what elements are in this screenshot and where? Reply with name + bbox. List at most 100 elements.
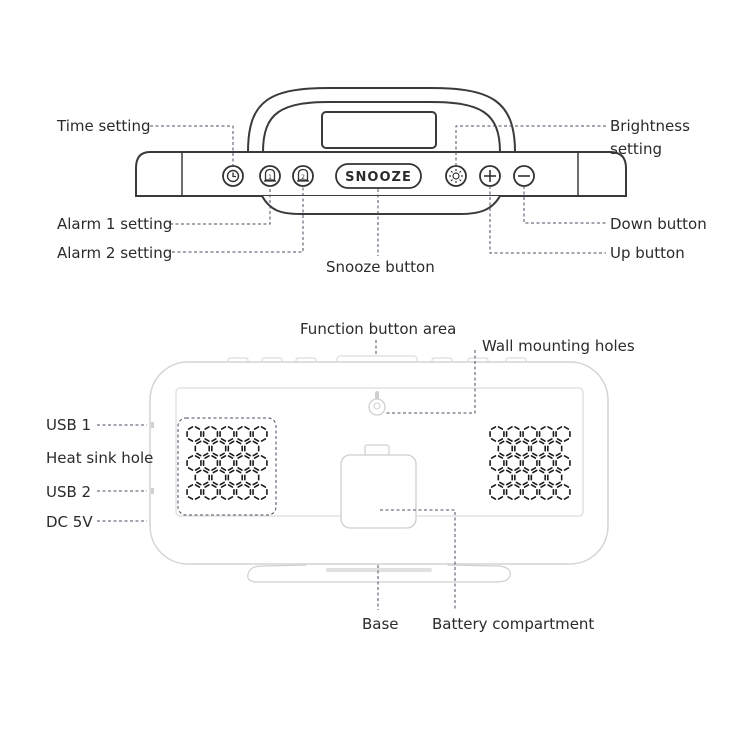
alarm-bell-1-icon: 1	[264, 168, 276, 182]
label-base: Base	[362, 615, 399, 633]
grille-slot	[515, 440, 521, 445]
up-button[interactable]	[479, 165, 501, 187]
grille-slot	[253, 467, 260, 471]
grille-slot	[244, 496, 250, 500]
battery-compartment[interactable]	[340, 454, 417, 529]
grille-slot	[252, 440, 258, 445]
grille-slot	[563, 455, 570, 459]
grille-slot	[204, 438, 210, 442]
grille-slot	[237, 438, 243, 442]
grille-slot	[260, 426, 267, 430]
grille-slot	[252, 469, 258, 474]
grille-slot	[523, 484, 530, 488]
grille-slot	[237, 426, 243, 430]
label-wall-mounting-holes: Wall mounting holes	[482, 337, 635, 355]
label-function-button-area: Function button area	[300, 320, 456, 338]
grille-slot	[252, 481, 258, 486]
grille-slot	[530, 467, 537, 471]
plus-icon	[484, 170, 496, 182]
grille-slot	[253, 438, 260, 442]
grille-slot	[497, 467, 504, 471]
grille-slot	[507, 455, 513, 459]
grille-slot	[220, 467, 227, 471]
grille-slot	[490, 438, 497, 442]
grille-slot	[507, 467, 513, 471]
grille-slot	[530, 455, 537, 459]
grille-slot	[194, 484, 201, 488]
grille-slot	[539, 469, 545, 474]
grille-slot	[204, 484, 210, 488]
heat-sink-grille-left	[186, 426, 268, 500]
grille-slot	[220, 455, 227, 459]
grille-slot	[203, 452, 209, 457]
grille-slot	[187, 438, 194, 442]
grille-slot	[556, 484, 563, 488]
grille-slot	[499, 469, 505, 474]
down-button[interactable]	[513, 165, 535, 187]
grille-slot	[556, 438, 563, 442]
grille-slot	[245, 440, 251, 445]
grille-slot	[244, 484, 250, 488]
grille-slot	[211, 438, 217, 442]
grille-slot	[196, 440, 202, 445]
grille-slot	[227, 484, 234, 488]
grille-slot	[260, 438, 267, 442]
grille-slot	[245, 452, 251, 457]
grille-slot	[194, 467, 201, 471]
grille-slot	[196, 452, 202, 457]
grille-slot	[220, 438, 227, 442]
snooze-button[interactable]: SNOOZE	[335, 163, 422, 189]
grille-slot	[555, 469, 561, 474]
grille-slot	[540, 455, 546, 459]
grille-slot	[506, 452, 512, 457]
brightness-button[interactable]	[445, 165, 467, 187]
grille-slot	[506, 481, 512, 486]
label-usb-2: USB 2	[46, 483, 91, 501]
grille-slot	[497, 455, 504, 459]
grille-slot	[227, 455, 234, 459]
label-time-setting: Time setting	[56, 117, 150, 135]
grille-slot	[203, 481, 209, 486]
grille-slot	[211, 467, 217, 471]
grille-slot	[229, 481, 235, 486]
grille-slot	[540, 496, 546, 500]
back-leader-lines	[97, 340, 476, 610]
grille-slot	[237, 467, 243, 471]
time-setting-button[interactable]	[222, 165, 244, 187]
grille-slot	[556, 467, 563, 471]
label-usb-1: USB 1	[46, 416, 91, 434]
grille-slot	[244, 467, 250, 471]
grille-slot	[237, 484, 243, 488]
grille-slot	[245, 481, 251, 486]
grille-slot	[244, 426, 250, 430]
grille-slot	[187, 467, 194, 471]
grille-slot	[507, 484, 513, 488]
side-port-markers	[151, 422, 154, 494]
grille-slot	[514, 496, 520, 500]
grille-slot	[227, 438, 234, 442]
grille-slot	[244, 438, 250, 442]
grille-slot	[253, 455, 260, 459]
grille-slot	[211, 484, 217, 488]
sun-icon	[449, 169, 463, 183]
heat-sink-highlight	[177, 417, 277, 516]
grille-slot	[497, 496, 504, 500]
grille-slot	[499, 452, 505, 457]
top-leader-lines	[150, 125, 606, 256]
label-alarm-1-setting: Alarm 1 setting	[57, 215, 172, 233]
label-dc-5v: DC 5V	[46, 513, 93, 531]
grille-slot	[260, 496, 267, 500]
grille-slot	[196, 481, 202, 486]
grille-slot	[490, 426, 497, 430]
grille-slot	[203, 469, 209, 474]
grille-slot	[194, 455, 201, 459]
alarm-1-button[interactable]: 1	[259, 165, 281, 187]
label-brightness-line1: Brightness	[610, 117, 690, 135]
grille-slot	[227, 426, 234, 430]
alarm-2-button[interactable]: 2	[292, 165, 314, 187]
grille-slot	[204, 426, 210, 430]
grille-slot	[220, 484, 227, 488]
grille-slot	[530, 438, 537, 442]
top-view: 1 2 SNOOZE	[56, 87, 707, 276]
